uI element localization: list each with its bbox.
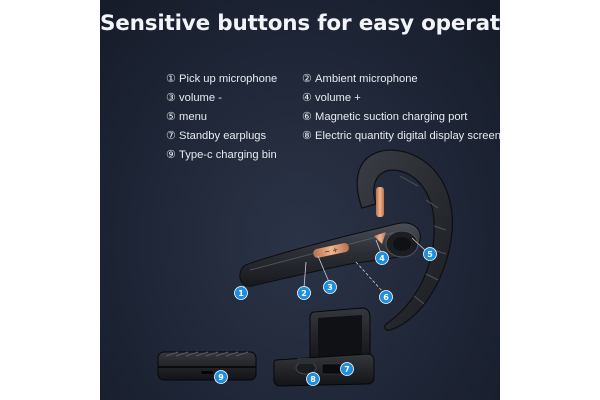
control-strip xyxy=(313,243,349,258)
leader-line-5 xyxy=(411,237,428,253)
legend-label: Electric quantity digital display screen xyxy=(315,130,500,142)
callout-number: 5 xyxy=(427,250,433,259)
product-illustration: − + 1 2 xyxy=(157,149,453,387)
callout-badge-4: 4 xyxy=(375,251,389,265)
ear-hook-ridges xyxy=(399,175,447,305)
legend-number: ⑨ xyxy=(166,149,177,161)
callout-badge-2: 2 xyxy=(297,286,311,300)
callout-number: 4 xyxy=(379,254,385,263)
callout-number: 2 xyxy=(301,289,307,298)
menu-button-triangle xyxy=(374,232,386,244)
callout-badge-6: 6 xyxy=(379,290,393,304)
legend-label: Pick up microphone xyxy=(179,73,278,85)
leader-line-4 xyxy=(375,239,382,254)
legend-number: ⑧ xyxy=(302,130,313,142)
callout-badge-9: 9 xyxy=(214,370,228,384)
callout-number: 1 xyxy=(238,289,244,298)
legend-label: volume + xyxy=(315,92,361,104)
legend-label: Standby earplugs xyxy=(179,130,267,142)
callout-badge-1: 1 xyxy=(234,286,248,300)
case-lid-inner xyxy=(318,315,362,359)
callout-badge-3: 3 xyxy=(323,280,337,294)
callout-number: 6 xyxy=(383,293,389,302)
legend-number: ③ xyxy=(166,92,177,104)
legend-number: ⑦ xyxy=(166,130,177,142)
leader-line-3 xyxy=(317,255,330,283)
legend-number: ① xyxy=(166,73,177,85)
type-c-port xyxy=(201,371,213,374)
copper-post xyxy=(376,187,384,217)
callout-number: 7 xyxy=(344,365,350,374)
legend-label: Type-c charging bin xyxy=(179,149,277,161)
headline: Sensitive buttons for easy operation xyxy=(100,11,500,36)
legend-label: Magnetic suction charging port xyxy=(315,111,468,123)
callout-badge-7: 7 xyxy=(340,362,354,376)
case-seam xyxy=(158,366,256,368)
callout-badge-5: 5 xyxy=(423,247,437,261)
ear-hook xyxy=(356,149,453,331)
callout-number: 9 xyxy=(218,373,224,382)
case-earbud-stem xyxy=(296,358,316,364)
callout-number: 3 xyxy=(327,283,333,292)
case-lid-stripes xyxy=(165,351,249,357)
legend-number: ④ xyxy=(302,92,313,104)
earbud-inner xyxy=(393,237,411,251)
case-display-screen xyxy=(321,363,343,375)
legend-label: volume - xyxy=(179,92,222,104)
legend-label: Ambient microphone xyxy=(315,73,418,85)
callout-badge-8: 8 xyxy=(306,372,320,386)
legend-number: ⑥ xyxy=(302,111,313,123)
callout-number: 8 xyxy=(310,375,316,384)
legend-label: menu xyxy=(179,111,208,123)
legend-number: ⑤ xyxy=(166,111,177,123)
legend-number: ② xyxy=(302,73,313,85)
leader-line-6 xyxy=(355,261,384,293)
control-strip-markings: − + xyxy=(324,246,339,257)
leader-line-2 xyxy=(303,261,307,289)
